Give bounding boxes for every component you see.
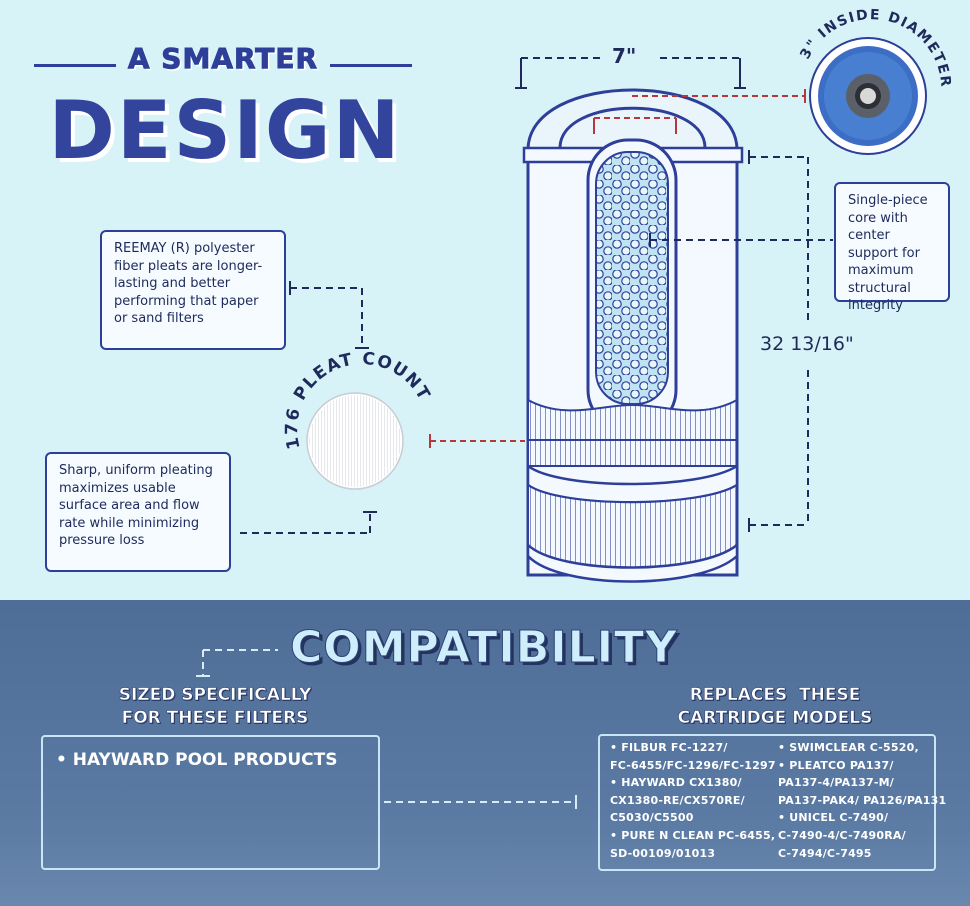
height-label: 32 13/16" bbox=[760, 333, 854, 355]
callout-core: Single-piece core with center support fo… bbox=[834, 182, 950, 313]
width-label: 7" bbox=[612, 44, 637, 68]
pleat-close-up bbox=[306, 392, 404, 490]
replaces-heading: REPLACES THESE CARTRIDGE MODELS bbox=[677, 685, 873, 729]
model-item: FC-6455/FC-1296/FC-1297 bbox=[610, 758, 776, 772]
heading-rule-right bbox=[330, 64, 412, 67]
heading-rule-left bbox=[34, 64, 116, 67]
callout-uniform-pleating: Sharp, uniform pleating maximizes usable… bbox=[45, 452, 231, 572]
model-item: PA137-4/PA137-M/ bbox=[778, 776, 895, 790]
end-cap-disc bbox=[809, 37, 927, 155]
model-item: • FILBUR FC-1227/ bbox=[610, 741, 728, 754]
model-item: SD-00109/01013 bbox=[610, 846, 716, 860]
inside-diameter-marker bbox=[594, 95, 805, 119]
model-item: CX1380-RE/CX570RE/ bbox=[610, 793, 745, 807]
compatibility-section bbox=[0, 600, 970, 906]
model-item: PA137-PAK4/ PA126/PA131 bbox=[778, 793, 947, 807]
model-item: C-7490-4/C-7490RA/ bbox=[778, 828, 906, 842]
callout-pleats: REEMAY (R) polyester fiber pleats are lo… bbox=[100, 230, 286, 350]
models-list-left: • FILBUR FC-1227/ FC-6455/FC-1296/FC-129… bbox=[610, 739, 776, 862]
replaced-models-box bbox=[598, 734, 936, 871]
model-item: • SWIMCLEAR C-5520, bbox=[778, 741, 919, 754]
model-item: • HAYWARD CX1380/ bbox=[610, 776, 742, 790]
width-dimension bbox=[520, 57, 741, 88]
heading-title: DESIGN bbox=[48, 84, 402, 177]
model-item: • PLEATCO PA137/ bbox=[778, 758, 894, 772]
filter-body bbox=[522, 88, 744, 583]
height-dimension bbox=[749, 156, 809, 526]
models-list-right: • SWIMCLEAR C-5520, • PLEATCO PA137/ PA1… bbox=[778, 739, 946, 862]
compatible-brand: • HAYWARD POOL PRODUCTS bbox=[56, 750, 338, 770]
sized-heading: SIZED SPECIFICALLY FOR THESE FILTERS bbox=[118, 685, 312, 729]
compatible-filters-box bbox=[41, 735, 380, 870]
model-item: • UNICEL C-7490/ bbox=[778, 811, 889, 825]
model-item: • PURE N CLEAN PC-6455, bbox=[610, 828, 776, 842]
compatibility-title: COMPATIBILITY bbox=[290, 622, 678, 674]
heading-kicker: A SMARTER bbox=[127, 42, 319, 76]
model-item: C-7494/C-7495 bbox=[778, 846, 872, 860]
model-item: C5030/C5500 bbox=[610, 811, 694, 825]
